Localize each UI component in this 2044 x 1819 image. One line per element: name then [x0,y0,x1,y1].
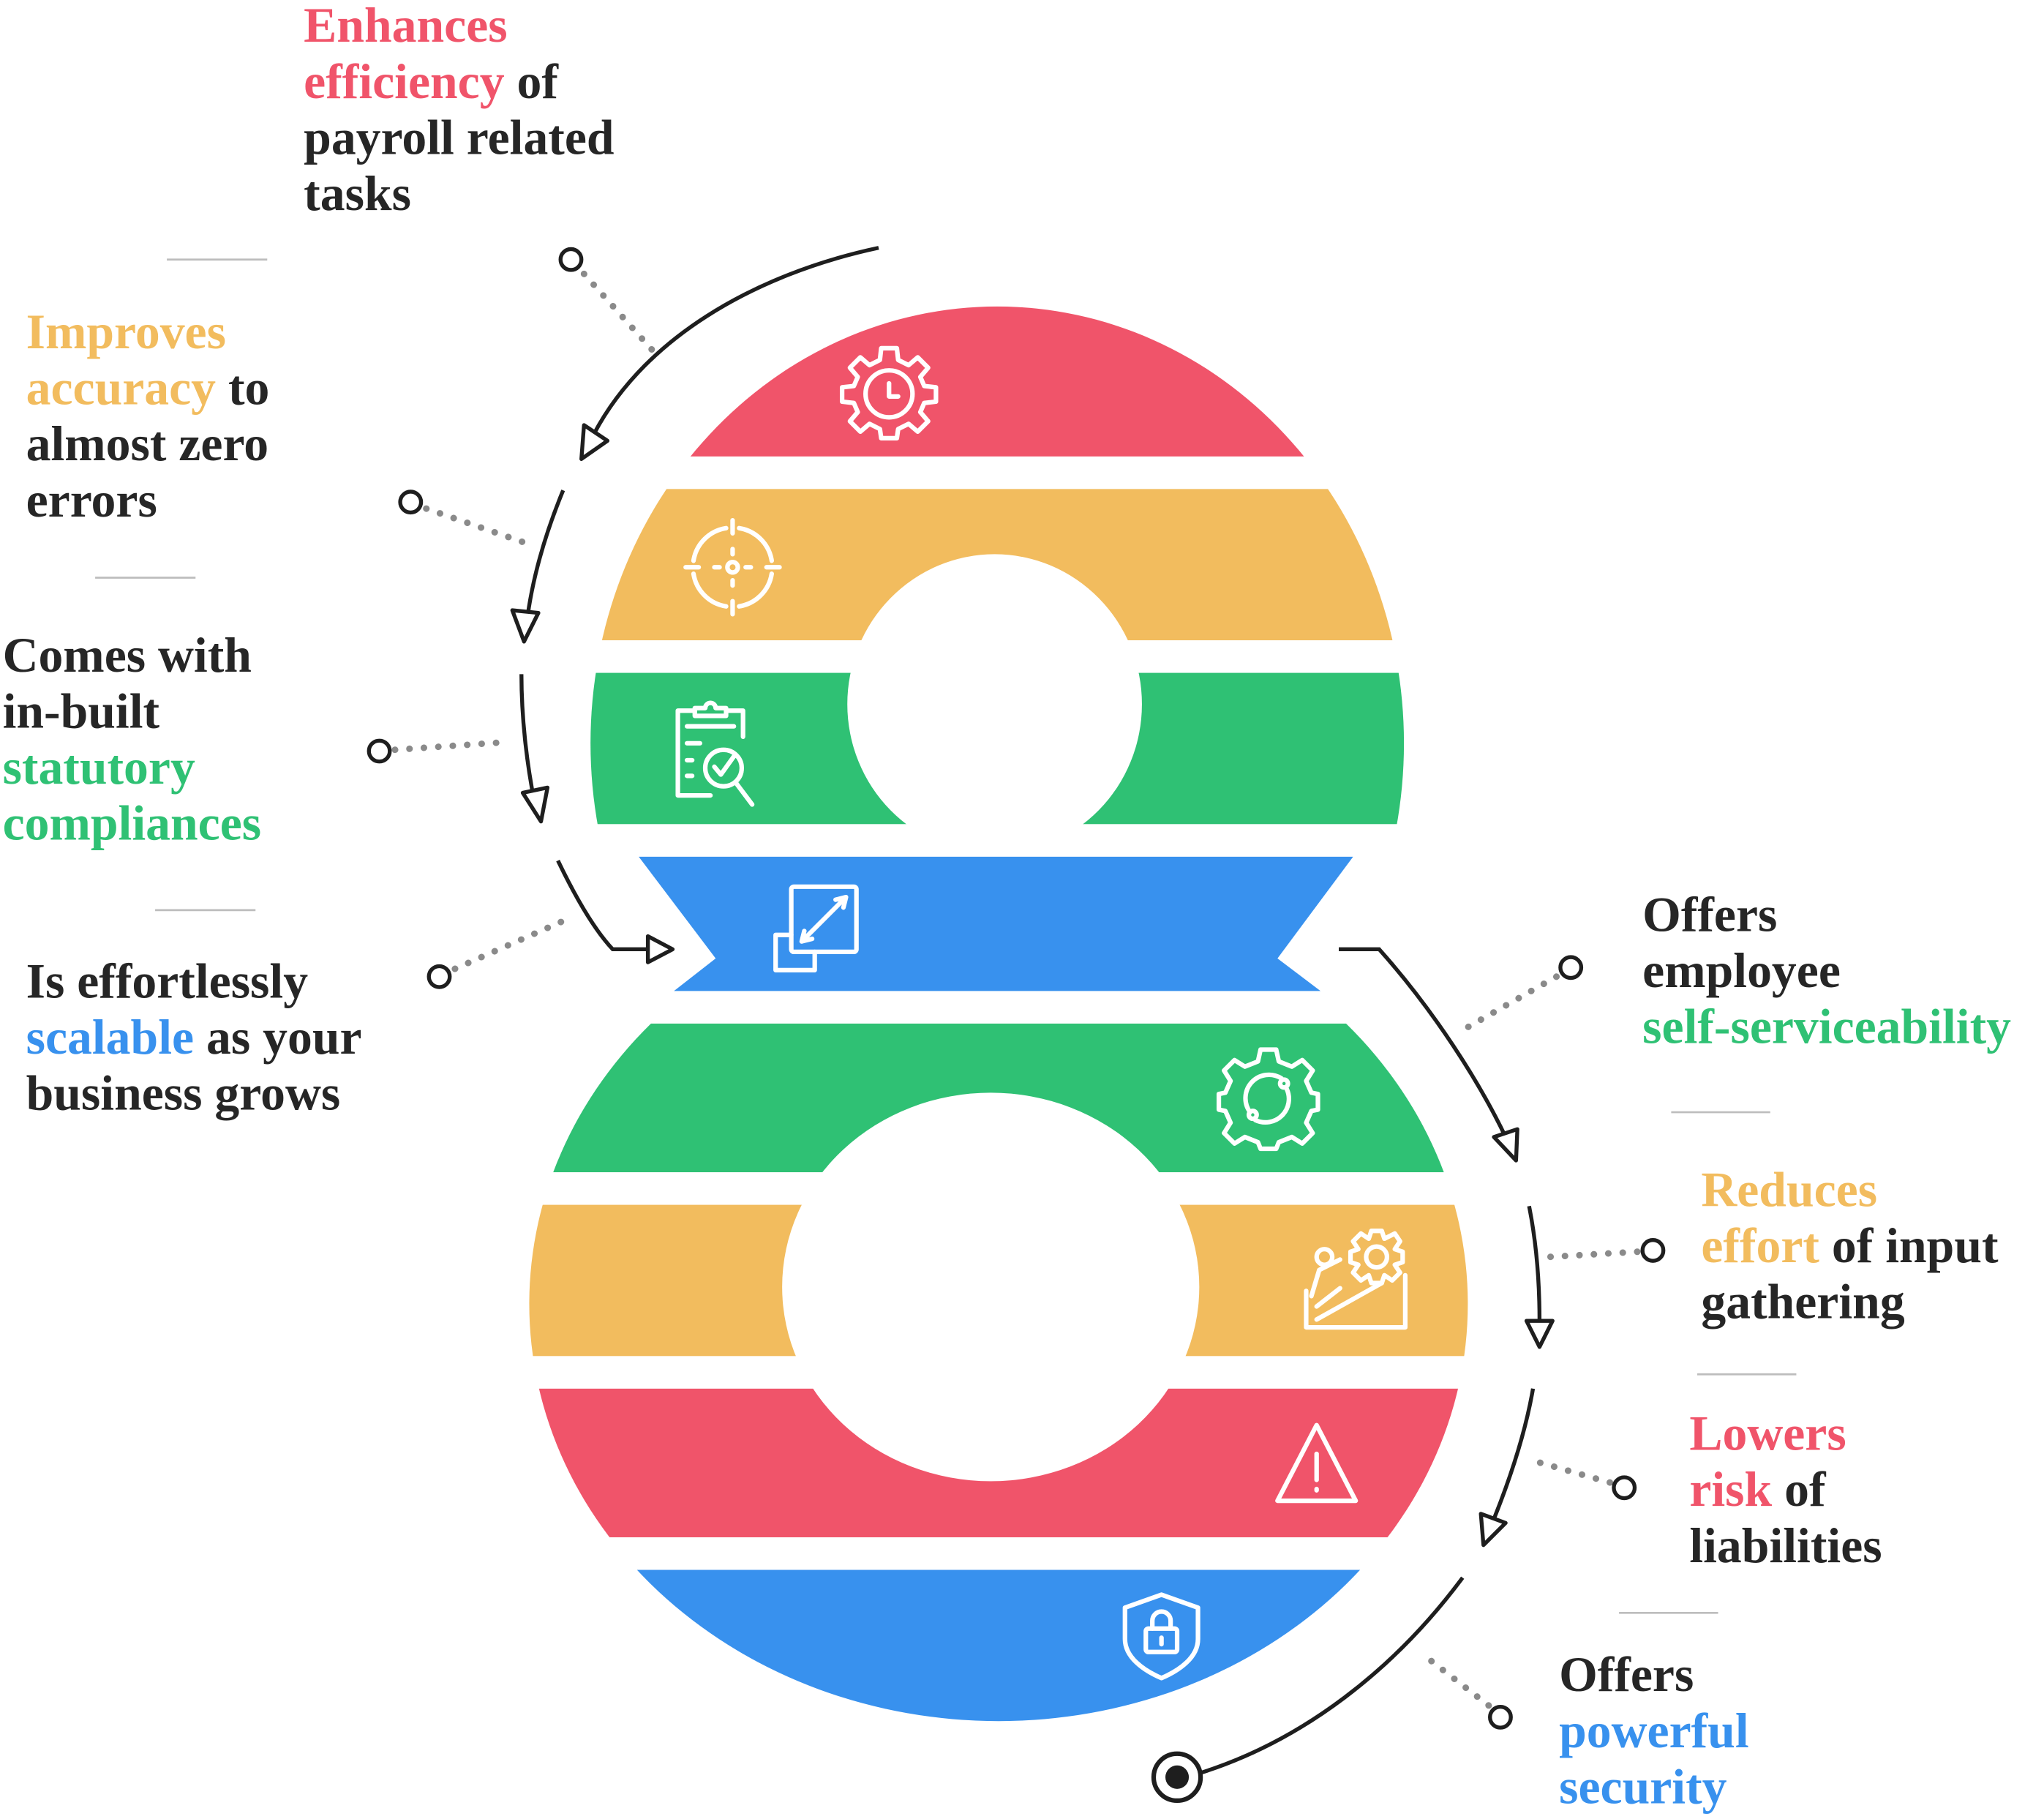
label-text: compliances [3,796,262,851]
flow-arrows [510,246,1555,1804]
label-text: tasks [304,166,411,221]
label-text: risk [1689,1462,1772,1517]
label-text: Enhances [304,0,507,53]
label-text: of input [1819,1218,1999,1273]
climb-gear-icon [1304,1229,1408,1330]
band-blue-bottom [495,1569,1512,1740]
resize-icon [773,884,859,972]
label-text: self-serviceability [1642,999,2011,1054]
label-text: Reduces [1701,1162,1877,1217]
label-text: employee [1642,943,1841,998]
dividers [95,258,1797,1614]
label-text: almost zero [26,416,269,471]
label-text: liabilities [1689,1518,1882,1573]
band-blue-middle [639,856,1353,991]
label-text: to [216,361,269,416]
label-text: accuracy [26,361,217,416]
band-green-top [521,672,1512,825]
label-text: business grows [26,1066,341,1121]
band-red-top [521,260,1512,457]
label-text: scalable [26,1010,194,1065]
label-text: security [1559,1759,1727,1814]
label-text: Offers [1642,887,1777,942]
label-text: Comes with [3,628,252,683]
label-text: Is effortlessly [26,953,309,1008]
label-text: as your [194,1010,361,1065]
label-text: effort [1701,1218,1819,1273]
connectors [367,247,1666,1730]
label-text: Improves [26,304,226,359]
clipboard-check-icon [675,700,755,807]
gear-cycle-icon [1216,1047,1320,1152]
label-text: gathering [1701,1275,1904,1329]
band-green-bottom [495,1023,1512,1173]
shield-lock-icon [1122,1592,1201,1681]
label-text: payroll related [304,110,614,165]
band-red-bottom [495,1388,1512,1537]
label-text: Lowers [1689,1406,1846,1461]
band-yellow-top [521,489,1512,641]
label-text: statutory [3,740,195,795]
band-yellow-bottom [495,1204,1512,1357]
label-text: of [1772,1462,1827,1517]
label-text: of [505,54,560,109]
target-icon [683,517,782,617]
label-text: powerful [1559,1703,1749,1758]
label-text: efficiency [304,54,505,109]
warning-icon [1275,1422,1359,1504]
label-text: Offers [1559,1647,1694,1702]
label-text: in-built [3,683,160,738]
label-text: errors [26,473,157,528]
gear-clock-icon [839,345,939,440]
